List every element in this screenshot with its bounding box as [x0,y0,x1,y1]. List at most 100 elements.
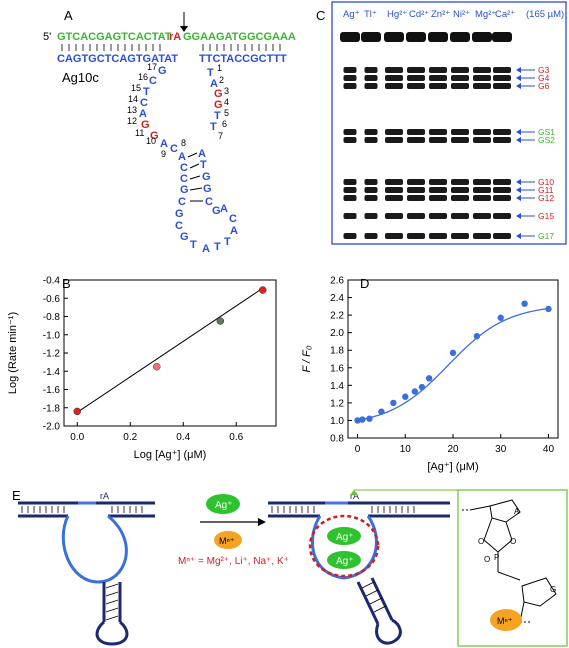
plot-frame [63,279,277,427]
ag-ion-bound-1 [327,527,361,545]
gel-band [364,179,378,185]
svg-text:C: C [205,196,213,208]
x-tick-label: 0.4 [176,432,190,443]
data-point [259,286,267,294]
svg-text:C: C [170,143,178,155]
gel-band [451,137,469,143]
svg-text:C: C [180,162,188,174]
band-label: G15 [538,211,554,221]
gel-band [364,213,378,219]
duplex-left: rA [18,491,155,646]
gel-band [451,179,469,185]
inset-p: P [494,553,499,562]
gel-band [473,187,491,193]
svg-text:T: T [214,110,221,122]
data-point [545,305,552,313]
y-tick-label: -0.6 [43,294,61,305]
band-arrow-head [516,179,521,185]
gel-band [385,137,403,143]
gel-band [407,195,425,201]
gel-band [473,233,491,239]
y-tick-label: -0.8 [43,312,61,323]
svg-text:C: C [178,196,186,208]
y-tick-label: 2.0 [330,328,344,339]
gel-band [385,187,403,193]
pos-11: 11 [135,128,144,138]
y-tick-label: 0.8 [330,434,344,445]
gel-band [343,187,357,193]
gel-band [407,83,425,89]
mn-ion-inset [490,609,522,631]
gel-band [429,83,447,89]
gel-band [429,233,447,239]
svg-text:A: A [202,243,210,255]
pos-15: 15 [131,83,141,93]
gel-band [493,179,511,185]
x-tick-label: 10 [400,444,412,455]
gel-band [407,187,425,193]
x-axis-label: Log [Ag⁺] (μM) [134,449,207,461]
svg-text:T: T [143,86,150,98]
gel-band-substrate [428,32,448,42]
gel-band [343,129,357,135]
data-point [449,349,457,357]
svg-text:G: G [202,171,211,183]
gel-band [385,233,403,239]
gel-band [343,179,357,185]
ion-concentration: (165 µM) [526,9,564,20]
svg-text:G: G [180,231,189,243]
band-label: G17 [538,231,554,241]
gel-band [493,75,511,81]
svg-text:T: T [207,67,214,79]
svg-text:A: A [210,78,218,90]
svg-text:G: G [158,65,167,77]
inset-base-g: G [550,585,556,594]
bottom-strand-left: CAGTGCTCAGTGATAT [57,53,178,65]
data-point [418,383,426,391]
ribose-inset [462,499,557,623]
pos-1: 1 [217,63,222,73]
x-tick-label: 0.0 [70,432,84,443]
panel-label-d: D [360,276,370,291]
gel-band [429,195,447,201]
gel-band [451,233,469,239]
gel-band [385,67,403,73]
gel-band [385,195,403,201]
panel-a-structure: 5' GTCACGAGTCACTAT rA GGAAGATGGCGAAA CAG… [43,12,296,255]
gel-band [451,187,469,193]
svg-text:C: C [149,75,157,87]
ion-label: Ca²⁺ [495,9,515,20]
ion-label: Ni²⁺ [453,9,470,20]
enzyme-name: Ag10c [62,70,99,85]
gel-band [429,67,447,73]
band-label: G11 [538,185,554,195]
gel-band-substrate [384,32,404,42]
data-point [366,415,373,422]
svg-text:G: G [175,208,184,220]
data-point [390,399,397,407]
gel-band [407,67,425,73]
gel-band [493,187,511,193]
gel-band [364,75,378,81]
gel-band-substrate [340,32,360,42]
gel-band [473,179,491,185]
svg-text:G: G [150,130,159,142]
gel-band-substrate [406,32,426,42]
inset-o2: O [510,537,516,546]
y-tick-label: -1.2 [43,349,61,360]
ion-labels: Ag⁺Tl⁺Hg²⁺Cd²⁺Zn²⁺Ni²⁺Mg²⁺Ca²⁺ [343,9,515,20]
svg-text:A: A [139,108,147,120]
gel-band [343,233,357,239]
gel-band [493,67,511,73]
gel-band [451,67,469,73]
svg-text:C: C [140,97,148,109]
gel-band-substrate [450,32,470,42]
mn-label-reagent: Mⁿ⁺ [219,536,235,546]
band-label: G12 [538,193,554,203]
y-tick-label: 2.2 [330,311,344,322]
gel-band [473,213,491,219]
band-label: G4 [538,73,550,83]
gel-band [385,75,403,81]
gel-band-substrate [492,32,512,42]
gel-band [493,83,511,89]
